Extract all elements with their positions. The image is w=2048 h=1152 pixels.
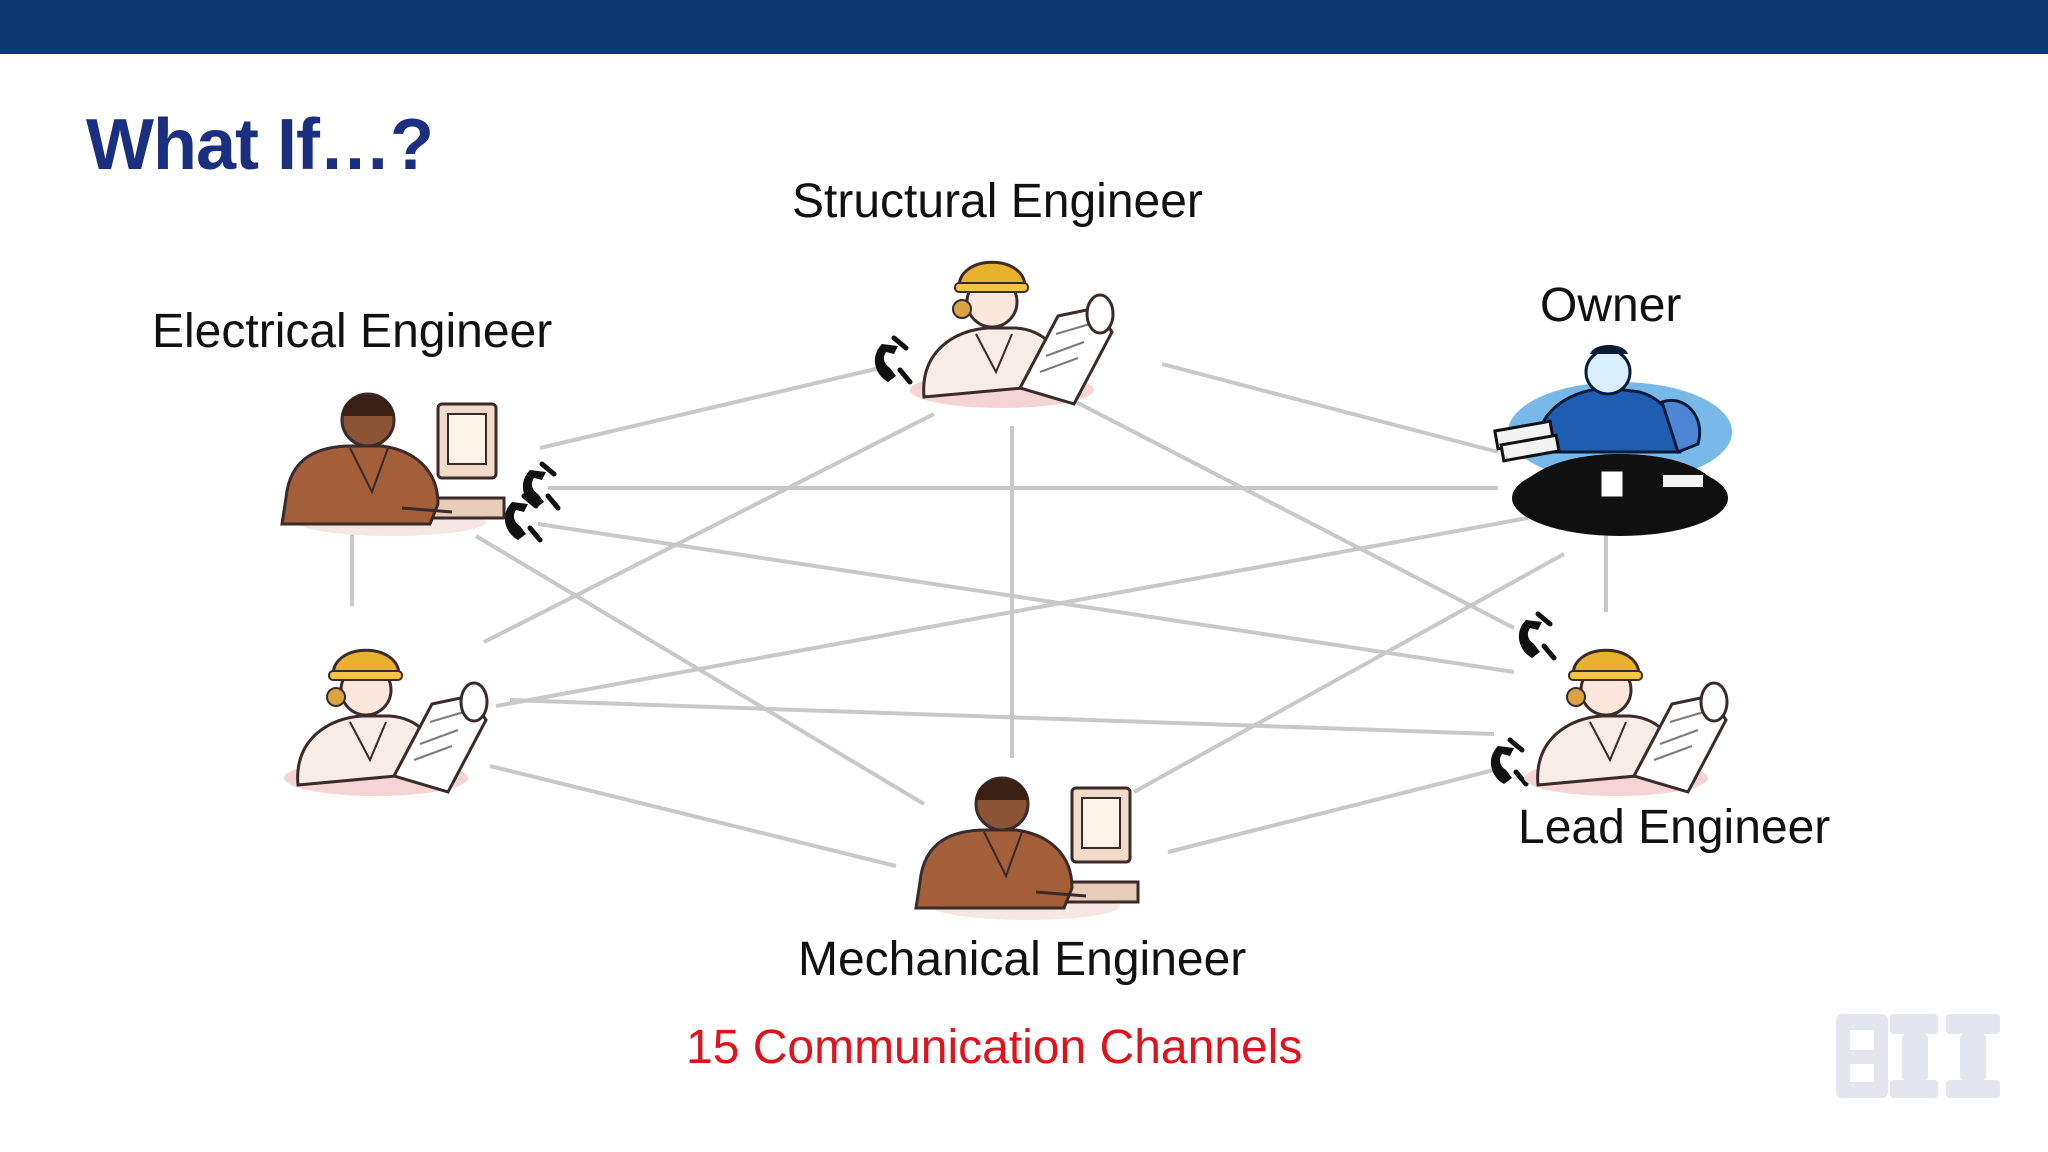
line-electrical-structural bbox=[539, 366, 881, 450]
connector-lines bbox=[350, 362, 1608, 868]
structural-engineer-icon bbox=[908, 260, 1115, 410]
header-bar bbox=[0, 0, 2048, 54]
electrical-engineer-icon bbox=[280, 392, 506, 538]
line-structural-left bbox=[483, 412, 935, 644]
owner-label: Owner bbox=[1540, 279, 1682, 332]
line-structural-lead bbox=[1075, 400, 1515, 630]
line-structural-owner bbox=[1161, 362, 1499, 454]
line-owner-mechanical bbox=[1133, 552, 1565, 794]
line-mechanical-lead bbox=[1167, 768, 1495, 854]
lead-engineer-icon bbox=[1522, 648, 1729, 798]
line-left-mechanical bbox=[489, 764, 897, 868]
phone-icon bbox=[1519, 614, 1554, 658]
electrical-engineer-label: Electrical Engineer bbox=[152, 305, 553, 358]
footer-caption: 15 Communication Channels bbox=[686, 1021, 1303, 1074]
mechanical-engineer-label: Mechanical Engineer bbox=[798, 933, 1247, 986]
line-left-owner bbox=[495, 516, 1529, 708]
slide-title: What If…? bbox=[86, 105, 434, 185]
phone-icon bbox=[505, 496, 540, 540]
lead-engineer-label: Lead Engineer bbox=[1518, 801, 1831, 854]
phone-icon bbox=[875, 338, 910, 382]
line-left-lead bbox=[509, 698, 1495, 736]
line-electrical-lead bbox=[537, 522, 1515, 674]
company-logo bbox=[1836, 1014, 2000, 1098]
left-engineer-icon bbox=[282, 648, 489, 798]
owner-desk-icon bbox=[1493, 345, 1732, 536]
phone-icon bbox=[1491, 740, 1526, 784]
structural-engineer-label: Structural Engineer bbox=[792, 175, 1203, 228]
mechanical-engineer-icon bbox=[914, 776, 1140, 922]
